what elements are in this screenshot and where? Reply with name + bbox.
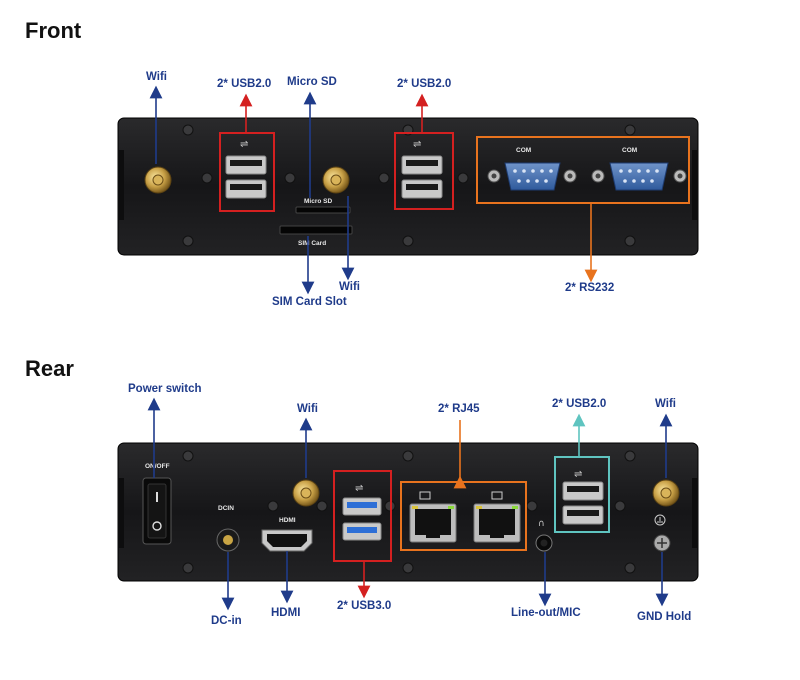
front-usb-right-ports: ⇌ — [401, 139, 443, 199]
label-rear-wifi-right: Wifi — [655, 398, 676, 410]
rear-usb20-highlight — [554, 456, 610, 533]
label-power-switch: Power switch — [128, 383, 202, 395]
label-rs232: 2* RS232 — [565, 282, 614, 294]
usb30-highlight — [333, 470, 392, 562]
front-heading: Front — [25, 18, 82, 43]
label-rj45: 2* RJ45 — [438, 403, 480, 415]
svg-text:⇌: ⇌ — [574, 469, 582, 480]
label-lineout: Line-out/MIC — [511, 607, 581, 619]
front-wifi-antenna-left — [144, 166, 172, 194]
sim-slot — [279, 225, 353, 235]
svg-text:⇌: ⇌ — [413, 139, 421, 150]
com2-print: COM — [622, 147, 637, 154]
rj45-right — [473, 491, 521, 543]
label-micro-sd: Micro SD — [287, 76, 337, 88]
label-sim: SIM Card Slot — [272, 296, 347, 308]
front-usb-left-ports: ⇌ — [225, 139, 267, 199]
hdmi-print: HDMI — [279, 517, 296, 524]
label-hdmi: HDMI — [271, 607, 300, 619]
svg-text:∩: ∩ — [538, 519, 545, 529]
rear-screws — [182, 450, 636, 574]
rear-heading: Rear — [25, 356, 74, 381]
label-front-wifi-left: Wifi — [146, 71, 167, 83]
rear-panel: ON/OFF DCIN HDMI ⇌ — [117, 442, 699, 582]
com1-print: COM — [516, 147, 531, 154]
micro-sd-print: Micro SD — [304, 198, 332, 205]
rear-wifi-antenna-middle — [292, 479, 320, 507]
svg-text:⇌: ⇌ — [240, 139, 248, 150]
front-usb-right-highlight — [394, 132, 454, 210]
label-rear-usb20: 2* USB2.0 — [552, 398, 606, 410]
front-wifi-antenna-middle — [322, 166, 350, 194]
label-rear-wifi-mid: Wifi — [297, 403, 318, 415]
power-switch — [142, 477, 172, 545]
dcin-print: DCIN — [218, 505, 234, 512]
front-panel: ⇌ ⇌ Micro SD SIM Card COM — [117, 117, 699, 256]
dc-in-jack — [216, 528, 240, 552]
label-usb30: 2* USB3.0 — [337, 600, 391, 612]
label-dcin: DC-in — [211, 615, 242, 627]
rear-usb20-ports: ⇌ — [562, 469, 604, 525]
com-port-left: COM — [487, 147, 577, 191]
hdmi-port — [261, 529, 313, 552]
label-front-wifi-bottom: Wifi — [339, 281, 360, 293]
rs232-highlight — [476, 136, 690, 204]
rj45-left — [409, 491, 457, 543]
usb30-ports: ⇌ — [342, 483, 382, 541]
label-front-usb-right: 2* USB2.0 — [397, 78, 451, 90]
front-usb-left-highlight — [219, 132, 275, 212]
gnd-hold — [653, 514, 671, 552]
onoff-print: ON/OFF — [145, 463, 170, 470]
line-out-jack: ∩ — [535, 519, 553, 552]
com-port-right: COM — [591, 147, 687, 191]
rear-wifi-antenna-right — [652, 479, 680, 507]
label-gnd: GND Hold — [637, 611, 691, 623]
sim-print: SIM Card — [298, 240, 326, 247]
label-front-usb-left: 2* USB2.0 — [217, 78, 271, 90]
svg-text:⇌: ⇌ — [355, 483, 363, 494]
micro-sd-slot — [295, 206, 351, 214]
